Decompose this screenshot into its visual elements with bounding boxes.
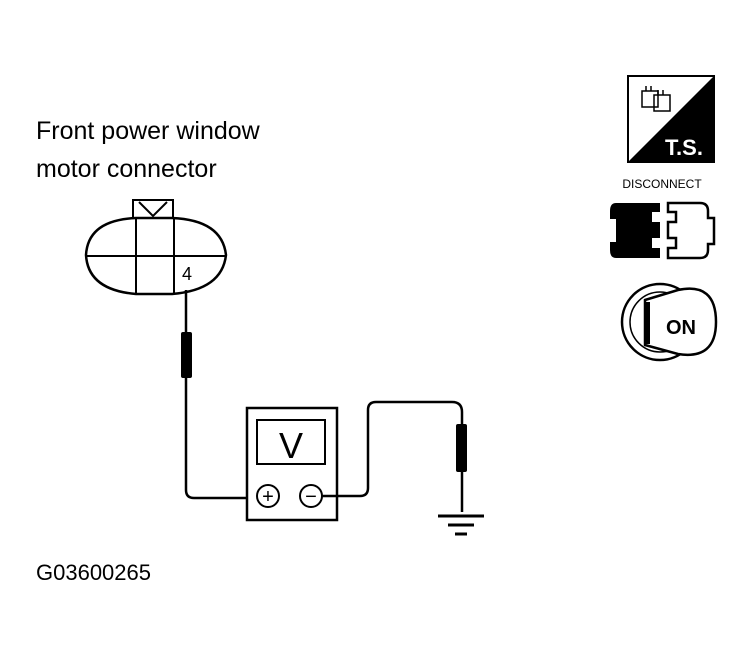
connector: 4: [84, 199, 228, 296]
plus-terminal: [256, 484, 280, 508]
connector-caption-line2: motor connector: [36, 155, 217, 183]
probe-negative: [322, 400, 467, 512]
ground-icon: [438, 514, 484, 536]
voltmeter-display-text: V: [279, 425, 303, 466]
ignition-on-label: ON: [666, 317, 696, 339]
connector-caption-line1: Front power window: [36, 117, 260, 145]
disconnect-label: DISCONNECT: [622, 177, 702, 191]
connector-pair-icon: [641, 86, 671, 112]
key-head: [643, 287, 718, 357]
figure-id: G03600265: [36, 560, 151, 585]
voltmeter: V + −: [245, 406, 339, 522]
connector-female-half: [666, 201, 716, 260]
plus-symbol: +: [262, 486, 274, 508]
terminal-number-label: 4: [182, 264, 192, 284]
probe-handle-negative: [456, 424, 467, 472]
voltmeter-display: [256, 419, 326, 465]
negative-lead-wire: [322, 400, 464, 498]
probe-positive: [181, 290, 250, 500]
connector-latch-mark: [138, 201, 168, 218]
connector-male-half: [610, 203, 660, 258]
probe-handle: [181, 332, 192, 378]
ts-label: T.S.: [665, 135, 703, 160]
minus-symbol: −: [305, 486, 317, 508]
positive-lead-wire: [184, 378, 250, 500]
disconnect-icon: DISCONNECT: [610, 177, 716, 260]
ts-icon: T.S.: [627, 75, 715, 163]
ignition-key-icon: ON: [620, 282, 718, 362]
